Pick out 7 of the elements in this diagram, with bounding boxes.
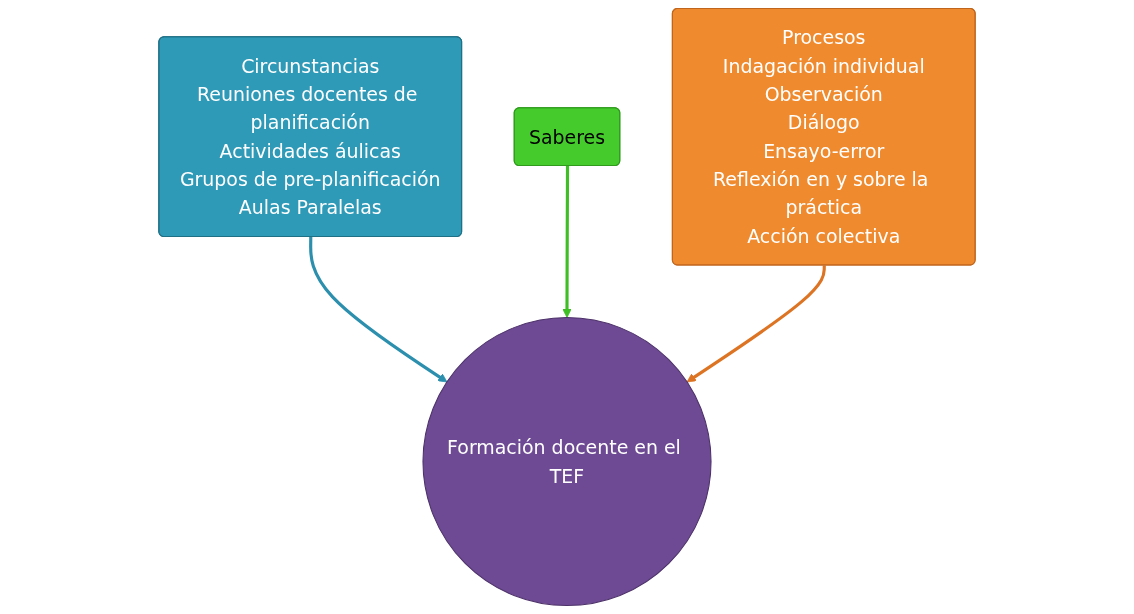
rounded-box: Circunstancias Reuniones docentes de planificación Actividades áulicas Grupos de pre-planificación Aulas Paralelas — [158, 36, 463, 238]
arrow — [686, 265, 826, 383]
arrow — [309, 237, 448, 383]
arrow — [562, 166, 572, 318]
rounded-box: Saberes — [513, 107, 621, 167]
rounded-box: Procesos Indagación individual Observación Diálogo Ensayo-error Reflexión en y sobre la práctica Acción colectiva — [671, 7, 976, 266]
ellipse-node: Formación docente en el TEF — [422, 317, 712, 607]
